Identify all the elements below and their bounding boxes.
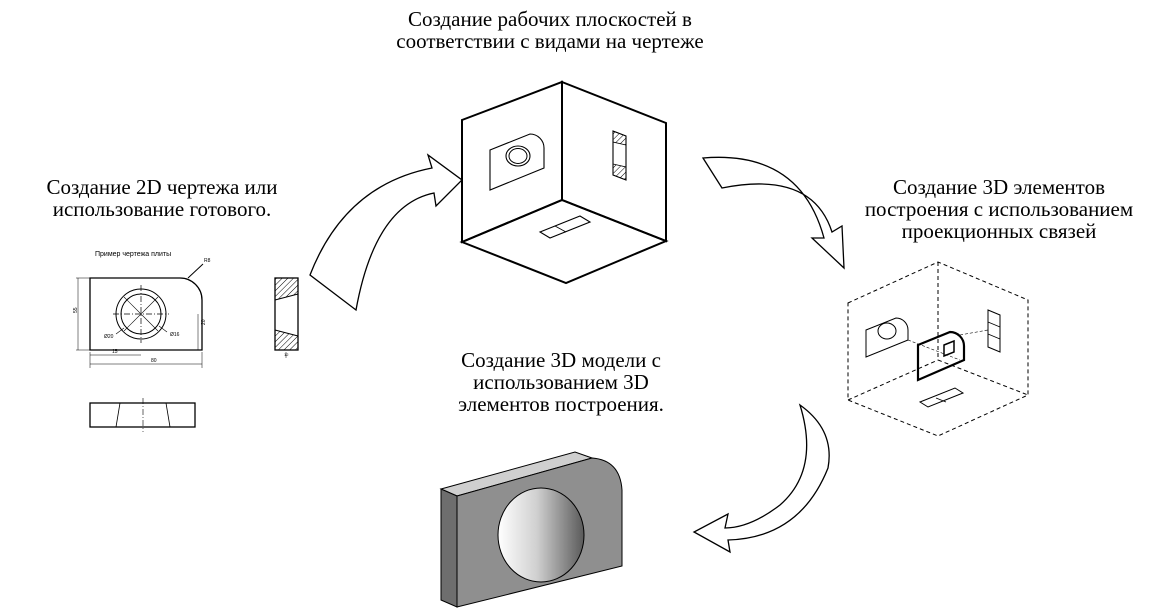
box-right-line-b [987, 333, 1001, 340]
dim-inner-diameter: Ø16 [170, 332, 180, 338]
bottom-plane-line [554, 225, 567, 233]
leader-inner-d [158, 325, 168, 333]
leader-radius [187, 263, 204, 279]
bottom-plane-projection [538, 215, 592, 239]
step-model3d-line1: Создание 3D модели с [461, 348, 661, 372]
step-elements3d-line1: Создание 3D элементов [893, 175, 1105, 199]
arrow-drawing-to-workplanes [309, 153, 463, 312]
diagonal-b [123, 296, 159, 332]
box-bottom-line [935, 397, 947, 403]
plane-bottom [459, 198, 669, 285]
dashed-edge-left [847, 359, 939, 401]
left-plane-hole-inner [508, 148, 528, 164]
central-3d-element [916, 330, 966, 382]
model-side-face [440, 488, 458, 608]
step-elements3d-label: Создание 3D элементов построения с испол… [824, 176, 1174, 242]
step-workplanes-line1: Создание рабочих плоскостей в [408, 7, 692, 31]
arrow-elements-to-model [692, 403, 830, 554]
projection-line-b [959, 329, 989, 336]
step-model3d-line3: элементов построения. [458, 392, 664, 416]
drawing-2d: Пример чертежа плиты R8 Ø20 Ø16 80 15 [73, 251, 299, 432]
section-edge-top [274, 293, 299, 301]
right-plane-hatch-top [612, 130, 627, 146]
model-hole [497, 487, 585, 583]
step-model3d-line2: использованием 3D [473, 370, 649, 394]
step-drawing2d-line1: Создание 2D чертежа или [46, 175, 278, 199]
right-plane-hatch-bottom [612, 163, 627, 181]
section-hatch-top [275, 278, 298, 300]
arrow-workplanes-to-elements [701, 156, 845, 270]
top-view-line-b [165, 402, 171, 428]
dim-outer-diameter: Ø20 [104, 334, 114, 340]
section-edge-bottom [274, 329, 299, 337]
flow-arrows [309, 153, 845, 554]
drawing-caption: Пример чертежа плиты [95, 251, 171, 258]
step-elements3d-line2: построения с использованием [864, 197, 1134, 221]
dim-radius: R8 [204, 258, 211, 264]
step-drawing2d-line2: использование готового. [52, 197, 272, 221]
box-left-projection [865, 317, 909, 358]
left-plane-projection [489, 133, 545, 191]
step-workplanes-label: Создание рабочих плоскостей в соответств… [370, 8, 730, 52]
plate-front-view [89, 277, 203, 351]
top-view-line-a [115, 402, 121, 428]
leader-outer-d [115, 327, 125, 335]
step-model3d-label: Создание 3D модели с использованием 3D э… [416, 349, 706, 415]
dim-part-width: 15 [112, 349, 118, 355]
central-3d-hole [943, 339, 955, 358]
box-right-projection [987, 309, 1001, 353]
step-elements3d-line3: проекционных связей [901, 219, 1097, 243]
workplanes-cube [459, 80, 669, 285]
construction-box [847, 261, 1029, 437]
model-3d [439, 451, 623, 608]
dim-side: 20 [201, 319, 207, 325]
box-bottom-projection [918, 387, 965, 408]
dim-width: 80 [151, 358, 157, 364]
dim-height: 55 [73, 307, 79, 313]
left-plane-hole [505, 145, 531, 167]
projection-line-a [907, 339, 961, 361]
step-workplanes-line2: соответствии с видами на чертеже [396, 29, 704, 53]
step-drawing2d-label: Создание 2D чертежа или использование го… [2, 176, 322, 220]
dim-thickness: 12 [284, 352, 289, 357]
box-right-line-a [987, 321, 1001, 328]
top-view [89, 402, 196, 428]
box-left-hole [877, 322, 897, 340]
